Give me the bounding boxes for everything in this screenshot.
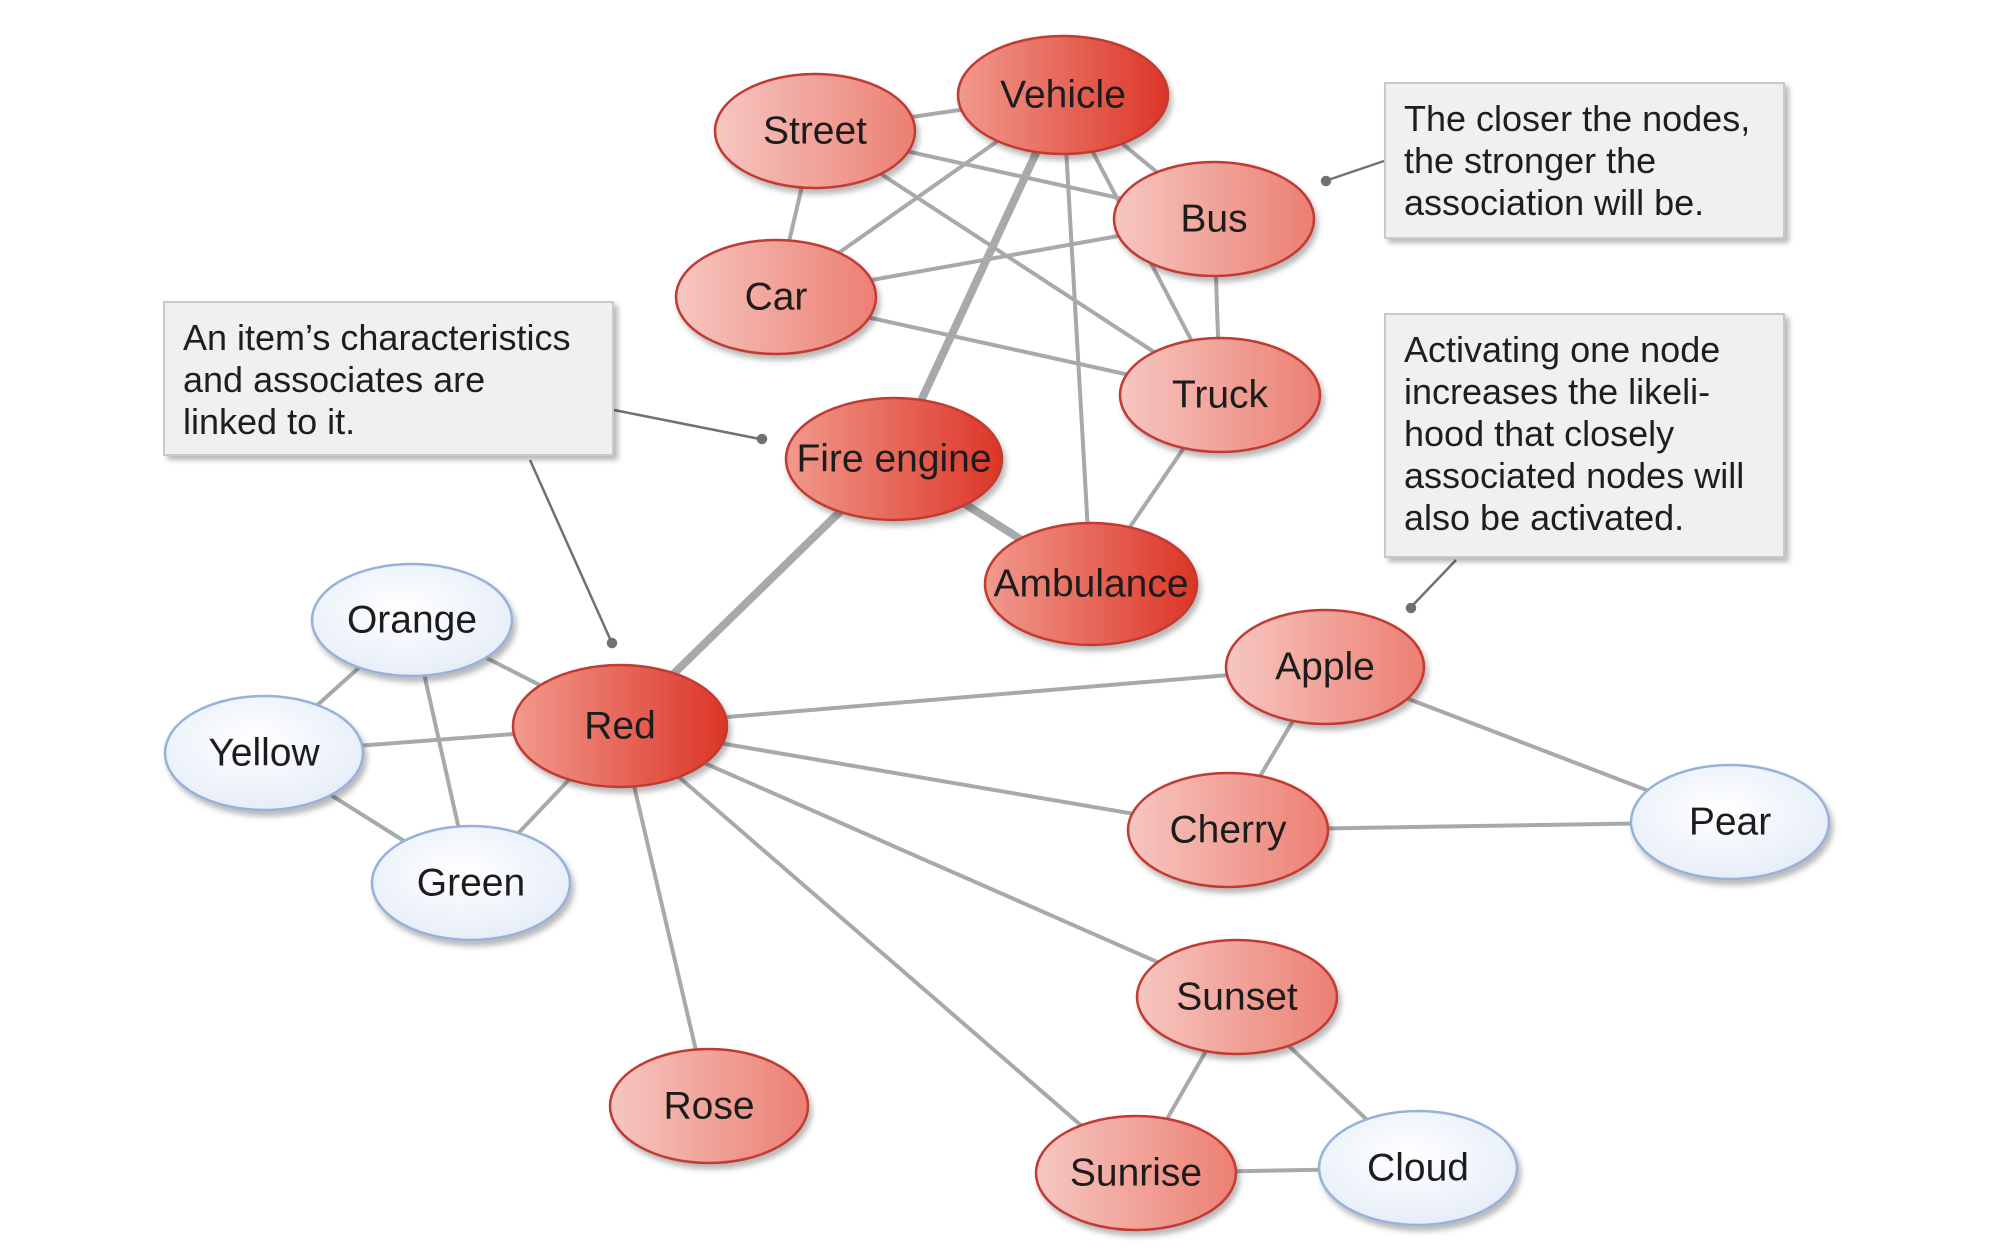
node-cloud: Cloud <box>1317 1109 1519 1227</box>
node-sunrise-shape <box>1034 1114 1238 1232</box>
node-sunrise: Sunrise <box>1034 1114 1238 1232</box>
node-car-shape <box>674 238 878 356</box>
node-red-label: Red <box>584 705 656 748</box>
node-truck-label: Truck <box>1172 374 1269 417</box>
node-bus-shape <box>1112 160 1316 278</box>
node-street-shape <box>713 72 917 190</box>
callout-closer-line-3: association will be. <box>1404 182 1705 223</box>
node-bus-label: Bus <box>1180 198 1247 241</box>
node-sunset-shape <box>1135 938 1339 1056</box>
node-apple-shape <box>1224 608 1426 726</box>
pointer-closer <box>1327 159 1385 182</box>
node-bus: Bus <box>1112 160 1316 278</box>
node-street: Street <box>713 72 917 190</box>
pointer-dot-closer <box>1320 175 1332 187</box>
node-ambulance-label: Ambulance <box>993 563 1188 606</box>
link-red-rose <box>618 724 711 1108</box>
callout-activating-line-3: hood that closely <box>1404 413 1675 454</box>
callout-activating-line-2: increases the likeli- <box>1404 371 1711 412</box>
node-rose-label: Rose <box>663 1085 754 1128</box>
pointer-linked-red <box>528 459 613 642</box>
node-pear-label: Pear <box>1689 801 1771 844</box>
node-apple-label: Apple <box>1275 646 1375 689</box>
node-vehicle-label: Vehicle <box>1000 74 1126 117</box>
callout-closer-line-1: The closer the nodes, <box>1404 98 1751 139</box>
node-street-label: Street <box>763 110 867 153</box>
node-truck-shape <box>1118 336 1322 454</box>
node-vehicle-shape <box>956 34 1170 156</box>
pointer-dot-red <box>606 637 618 649</box>
node-rose-shape <box>608 1047 810 1165</box>
callout-activating-line-5: also be activated. <box>1404 497 1685 538</box>
node-ambulance-shape <box>983 521 1199 647</box>
node-sunset-label: Sunset <box>1176 976 1298 1019</box>
node-cloud-label: Cloud <box>1367 1147 1469 1190</box>
node-car: Car <box>674 238 878 356</box>
node-cherry-shape <box>1126 771 1330 889</box>
node-orange: Orange <box>310 562 514 678</box>
node-red: Red <box>511 663 729 789</box>
node-fire-engine-shape <box>784 396 1004 522</box>
node-sunset: Sunset <box>1135 938 1339 1056</box>
pointer-activating <box>1412 559 1457 606</box>
callout-linked-line-3: linked to it. <box>183 401 356 442</box>
node-red-shape <box>511 663 729 789</box>
node-yellow-label: Yellow <box>208 732 320 775</box>
node-cherry-label: Cherry <box>1169 809 1287 852</box>
node-car-label: Car <box>745 276 808 319</box>
callout-linked-characteristics: An item’s characteristics and associates… <box>163 301 614 456</box>
link-vehicle-ambulance <box>1061 93 1093 586</box>
link-red-apple <box>618 665 1327 728</box>
nodes-layer: Vehicle Street Bus Car Truck Fire engine <box>163 34 1831 1232</box>
node-orange-label: Orange <box>347 599 477 642</box>
callout-pointers <box>528 159 1457 649</box>
node-pear: Pear <box>1629 763 1831 881</box>
node-yellow: Yellow <box>163 694 365 812</box>
pointer-dot-fire-engine <box>756 433 768 445</box>
node-fire-engine: Fire engine <box>784 396 1004 522</box>
callout-closer-nodes: The closer the nodes, the stronger the a… <box>1384 82 1785 239</box>
callout-linked-line-1: An item’s characteristics <box>183 317 571 358</box>
node-green-label: Green <box>417 862 525 905</box>
node-rose: Rose <box>608 1047 810 1165</box>
node-green-shape <box>370 824 572 942</box>
callout-closer-line-2: the stronger the <box>1404 140 1657 181</box>
node-yellow-shape <box>163 694 365 812</box>
link-street-truck <box>813 129 1222 397</box>
callout-activating-line-4: associated nodes will <box>1404 455 1745 496</box>
node-ambulance: Ambulance <box>983 521 1199 647</box>
node-orange-shape <box>310 562 514 678</box>
node-truck: Truck <box>1118 336 1322 454</box>
node-pear-shape <box>1629 763 1831 881</box>
link-red-sunset <box>618 724 1239 999</box>
node-cloud-shape <box>1317 1109 1519 1227</box>
node-sunrise-label: Sunrise <box>1070 1152 1202 1195</box>
link-red-sunrise <box>618 724 1138 1175</box>
callout-activating-node: Activating one node increases the likeli… <box>1384 313 1785 558</box>
callout-linked-line-2: and associates are <box>183 359 486 400</box>
link-vehicle-fire-engine <box>890 91 1067 463</box>
node-fire-engine-label: Fire engine <box>796 438 991 481</box>
pointer-dot-activating <box>1405 602 1417 614</box>
node-green: Green <box>370 824 572 942</box>
callout-activating-line-1: Activating one node <box>1404 329 1721 370</box>
pointer-linked-fire-engine <box>613 408 761 441</box>
node-vehicle: Vehicle <box>956 34 1170 156</box>
node-cherry: Cherry <box>1126 771 1330 889</box>
node-apple: Apple <box>1224 608 1426 726</box>
